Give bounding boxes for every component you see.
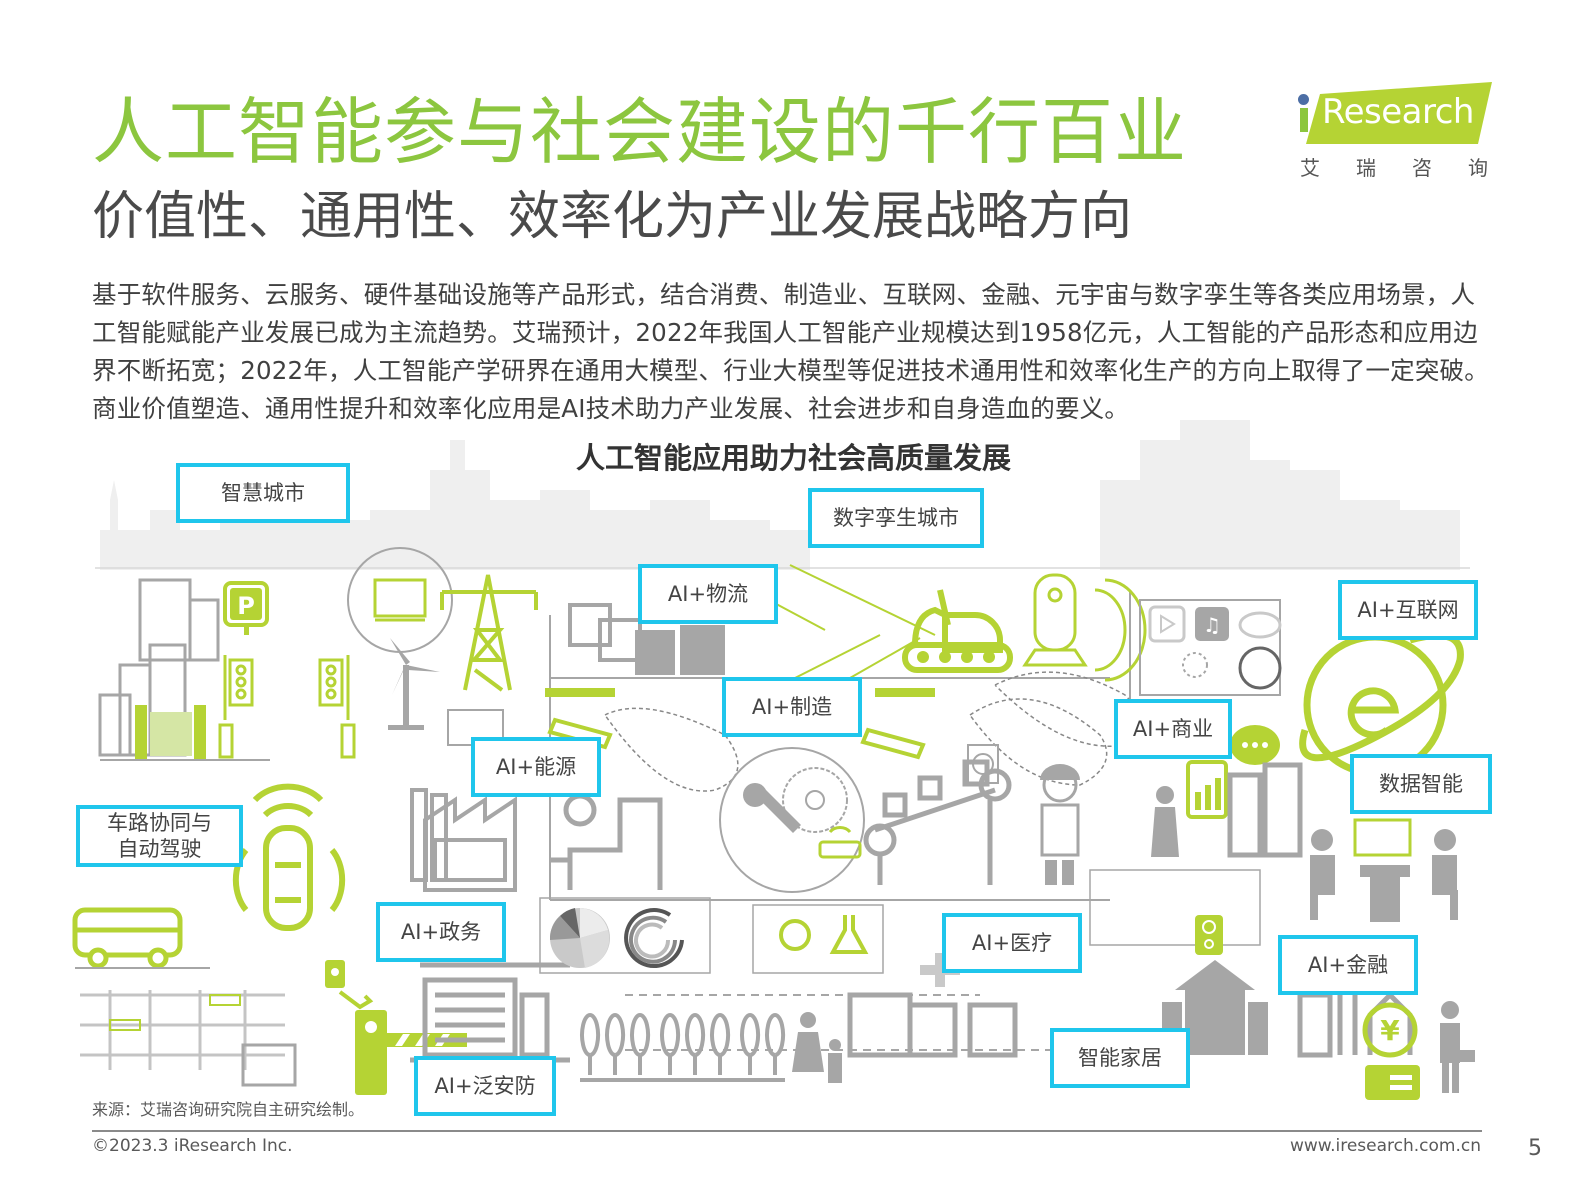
businessman-icon	[1440, 1001, 1475, 1093]
chart-panel	[539, 897, 711, 974]
logo-banner-shape	[1306, 82, 1492, 144]
intro-paragraph: 基于软件服务、云服务、硬件基础设施等产品形式，结合消费、制造业、互联网、金融、元…	[92, 280, 1489, 423]
page-subtitle: 价值性、通用性、效率化为产业发展战略方向	[92, 187, 1133, 247]
radial-chart-icon	[624, 908, 684, 968]
internet-e-icon	[1299, 632, 1464, 777]
skyline-silhouette-icon	[100, 420, 1460, 570]
meeting-icon	[1310, 829, 1458, 922]
media-panel	[1139, 599, 1281, 696]
logo-char: 艾	[1300, 156, 1320, 180]
autonomous-car-icon	[232, 783, 346, 931]
tag-ai-manufacturing: AI+制造	[722, 677, 862, 737]
lab-flask-icon	[779, 915, 869, 954]
family-icon	[792, 1012, 842, 1083]
factory-icon	[410, 788, 517, 892]
wind-turbine-icon	[388, 638, 440, 730]
iresearch-logo: Research 艾 瑞 咨 询	[1296, 82, 1492, 182]
tag-ai-healthcare: AI+医疗	[942, 913, 1082, 973]
worker-icon	[1040, 764, 1080, 885]
tag-smart-home: 智能家居	[1050, 1028, 1190, 1088]
security-camera-icon	[325, 960, 374, 1010]
page-number: 5	[1528, 1136, 1542, 1161]
yuan-coin-icon: ¥	[1362, 1002, 1418, 1058]
document-aplus-icon	[967, 744, 999, 784]
speaker-icon	[1195, 915, 1223, 955]
logo-chinese-name: 艾 瑞 咨 询	[1296, 152, 1492, 181]
robot-icon	[1022, 573, 1088, 667]
road-cars-icon	[109, 994, 241, 1031]
logo-brand-text: Research	[1322, 92, 1474, 132]
blueprint-icon	[373, 578, 427, 622]
tag-digital-twin-city: 数字孪生城市	[808, 488, 984, 548]
chat-bubble-icon	[1230, 725, 1280, 765]
packages-icon	[568, 603, 725, 675]
gate-icon	[135, 705, 206, 760]
parking-sign-icon: P	[223, 581, 269, 635]
conveyor-icon	[863, 759, 1012, 885]
tag-ai-government: AI+政务	[376, 902, 506, 962]
wrench-icon	[743, 783, 801, 833]
copyright: ©2023.3 iResearch Inc.	[92, 1136, 293, 1156]
city-illustration: P	[72, 420, 1475, 1100]
hospital-icon	[847, 953, 1018, 1058]
excavator-icon	[902, 589, 1013, 673]
website-link[interactable]: www.iresearch.com.cn	[1289, 1136, 1481, 1156]
figure-title: 人工智能应用助力社会高质量发展	[575, 441, 1011, 475]
tag-ai-commerce: AI+商业	[1114, 699, 1232, 759]
traffic-light-icon	[218, 655, 356, 759]
tag-ai-finance: AI+金融	[1278, 935, 1418, 995]
lab-icons-panel	[752, 904, 884, 974]
data-board-icon	[1353, 818, 1412, 857]
house-icon	[1162, 960, 1268, 1055]
bus-icon	[72, 907, 183, 969]
trees-icon	[580, 1013, 786, 1082]
page-title: 人工智能参与社会建设的千行百业	[92, 90, 1188, 174]
tag-ai-internet: AI+互联网	[1338, 580, 1478, 640]
router-icon	[818, 826, 862, 859]
id-card-icon	[1365, 1065, 1420, 1100]
pipes-icon	[550, 793, 663, 890]
logo-dot-icon	[1298, 94, 1309, 105]
pie-chart-icon	[549, 908, 610, 968]
svg-text:¥: ¥	[1380, 1014, 1400, 1047]
surveillance-camera-icon	[545, 688, 935, 697]
media-apps-icon: ♫	[1148, 605, 1282, 690]
tag-ai-logistics: AI+物流	[638, 564, 778, 624]
svg-text:P: P	[237, 592, 255, 620]
tag-data-intelligence: 数据智能	[1350, 754, 1492, 814]
logo-i-stem	[1300, 108, 1308, 132]
gear-saw-icon	[782, 767, 848, 833]
logo-char: 瑞	[1356, 156, 1376, 180]
tag-vehicle-road-autonomous: 车路协同与 自动驾驶	[76, 805, 243, 867]
tag-ai-security: AI+泛安防	[414, 1056, 556, 1116]
svg-text:♫: ♫	[1203, 613, 1221, 637]
source-note: 来源：艾瑞咨询研究院自主研究绘制。	[92, 1100, 365, 1119]
tag-ai-energy: AI+能源	[471, 737, 601, 797]
office-buildings-icon	[1227, 762, 1303, 858]
gate-building-icon	[241, 1043, 297, 1087]
power-tower-icon	[440, 574, 538, 692]
logo-char: 咨	[1412, 156, 1432, 180]
logo-char: 询	[1468, 156, 1488, 180]
tag-smart-city: 智慧城市	[176, 463, 350, 523]
footer-divider	[92, 1130, 1482, 1132]
shopper-icon	[1151, 786, 1179, 857]
smart-home-panel	[1089, 869, 1261, 946]
phone-chart-icon	[1186, 760, 1228, 819]
